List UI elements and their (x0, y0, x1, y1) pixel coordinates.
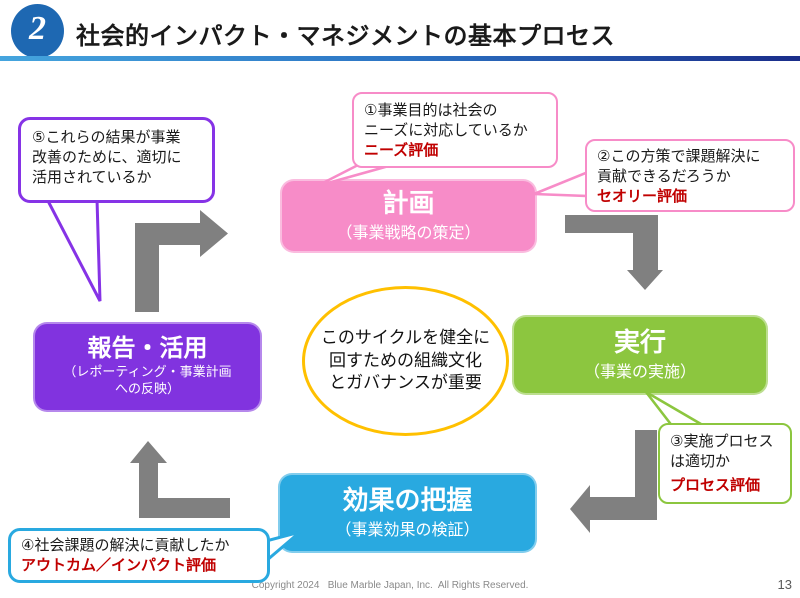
slide-number-badge: 2 (11, 4, 64, 58)
callout-process-tail (644, 390, 711, 429)
callout-outcome-label: アウトカム／インパクト評価 (21, 556, 217, 574)
check-title: 効果の把握 (342, 484, 473, 515)
callout-theory-label: セオリー評価 (597, 187, 688, 205)
callout-utilization-tail (44, 197, 102, 302)
page-title: 社会的インパクト・マネジメントの基本プロセス (76, 23, 615, 50)
arrow-check-to-act (130, 441, 230, 518)
callout-needs-label: ニーズ評価 (364, 141, 439, 159)
do-title: 実行 (613, 326, 666, 357)
do-box: 実行 （事業の実施） (512, 315, 768, 395)
callout-theory-tail (533, 170, 590, 198)
plan-box: 計画 （事業戦略の策定） (280, 179, 537, 253)
center-note: このサイクルを健全に 回すための組織文化 とガバナンスが重要 (302, 286, 509, 436)
act-box: 報告・活用 （レポーティング・事業計画 への反映） (33, 322, 262, 412)
act-title: 報告・活用 (87, 335, 208, 363)
check-subtitle: （事業効果の検証） (335, 522, 480, 540)
arrow-do-to-check (570, 430, 657, 533)
callout-needs-text: ①事業目的は社会の ニーズに対応しているか (364, 102, 528, 139)
callout-theory-text: ②この方策で課題解決に 貢献できるだろうか (597, 148, 761, 185)
callout-utilization: ⑤これらの結果が事業 改善のために、適切に 活用されているか (18, 117, 215, 203)
callout-utilization-text: ⑤これらの結果が事業 改善のために、適切に 活用されているか (32, 129, 182, 186)
callout-outcome: ④社会課題の解決に貢献したか アウトカム／インパクト評価 (8, 528, 270, 583)
check-box: 効果の把握 （事業効果の検証） (278, 473, 537, 553)
callout-process-label: プロセス評価 (670, 476, 761, 494)
plan-title: 計画 (382, 187, 435, 218)
plan-subtitle: （事業戦略の策定） (336, 225, 481, 243)
callout-theory: ②この方策で課題解決に 貢献できるだろうか セオリー評価 (585, 139, 795, 212)
slide-number: 2 (29, 10, 46, 47)
act-subtitle: （レポーティング・事業計画 への反映） (63, 363, 232, 396)
do-subtitle: （事業の実施） (583, 364, 696, 382)
callout-needs: ①事業目的は社会の ニーズに対応しているか ニーズ評価 (352, 92, 558, 168)
center-note-text: このサイクルを健全に 回すための組織文化 とガバナンスが重要 (320, 327, 491, 393)
title-underline (0, 56, 800, 61)
page-number: 13 (777, 577, 792, 592)
callout-outcome-text: ④社会課題の解決に貢献したか (21, 537, 230, 554)
arrow-act-to-plan (135, 210, 228, 312)
callout-process: ③実施プロセス は適切か プロセス評価 (658, 423, 792, 504)
copyright-text: Copyright 2024 Blue Marble Japan, Inc. A… (251, 580, 529, 591)
arrow-plan-to-do (565, 215, 663, 290)
callout-process-text: ③実施プロセス は適切か (670, 433, 774, 470)
